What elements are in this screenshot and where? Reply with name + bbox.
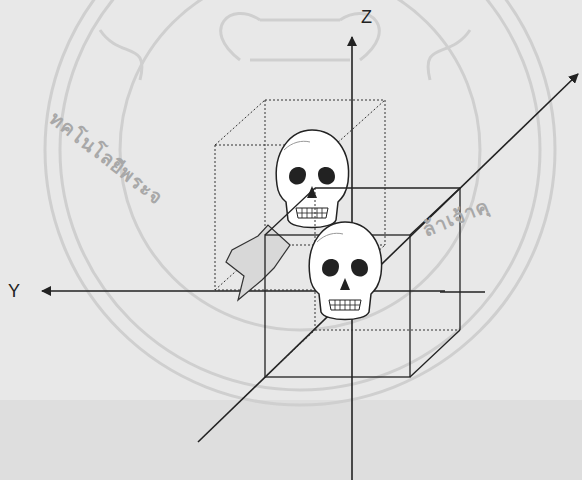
watermark-text: ล้าเจ้าคุ: [420, 196, 492, 240]
axis-label: Z: [361, 8, 372, 26]
axis-label: Y: [8, 282, 20, 300]
